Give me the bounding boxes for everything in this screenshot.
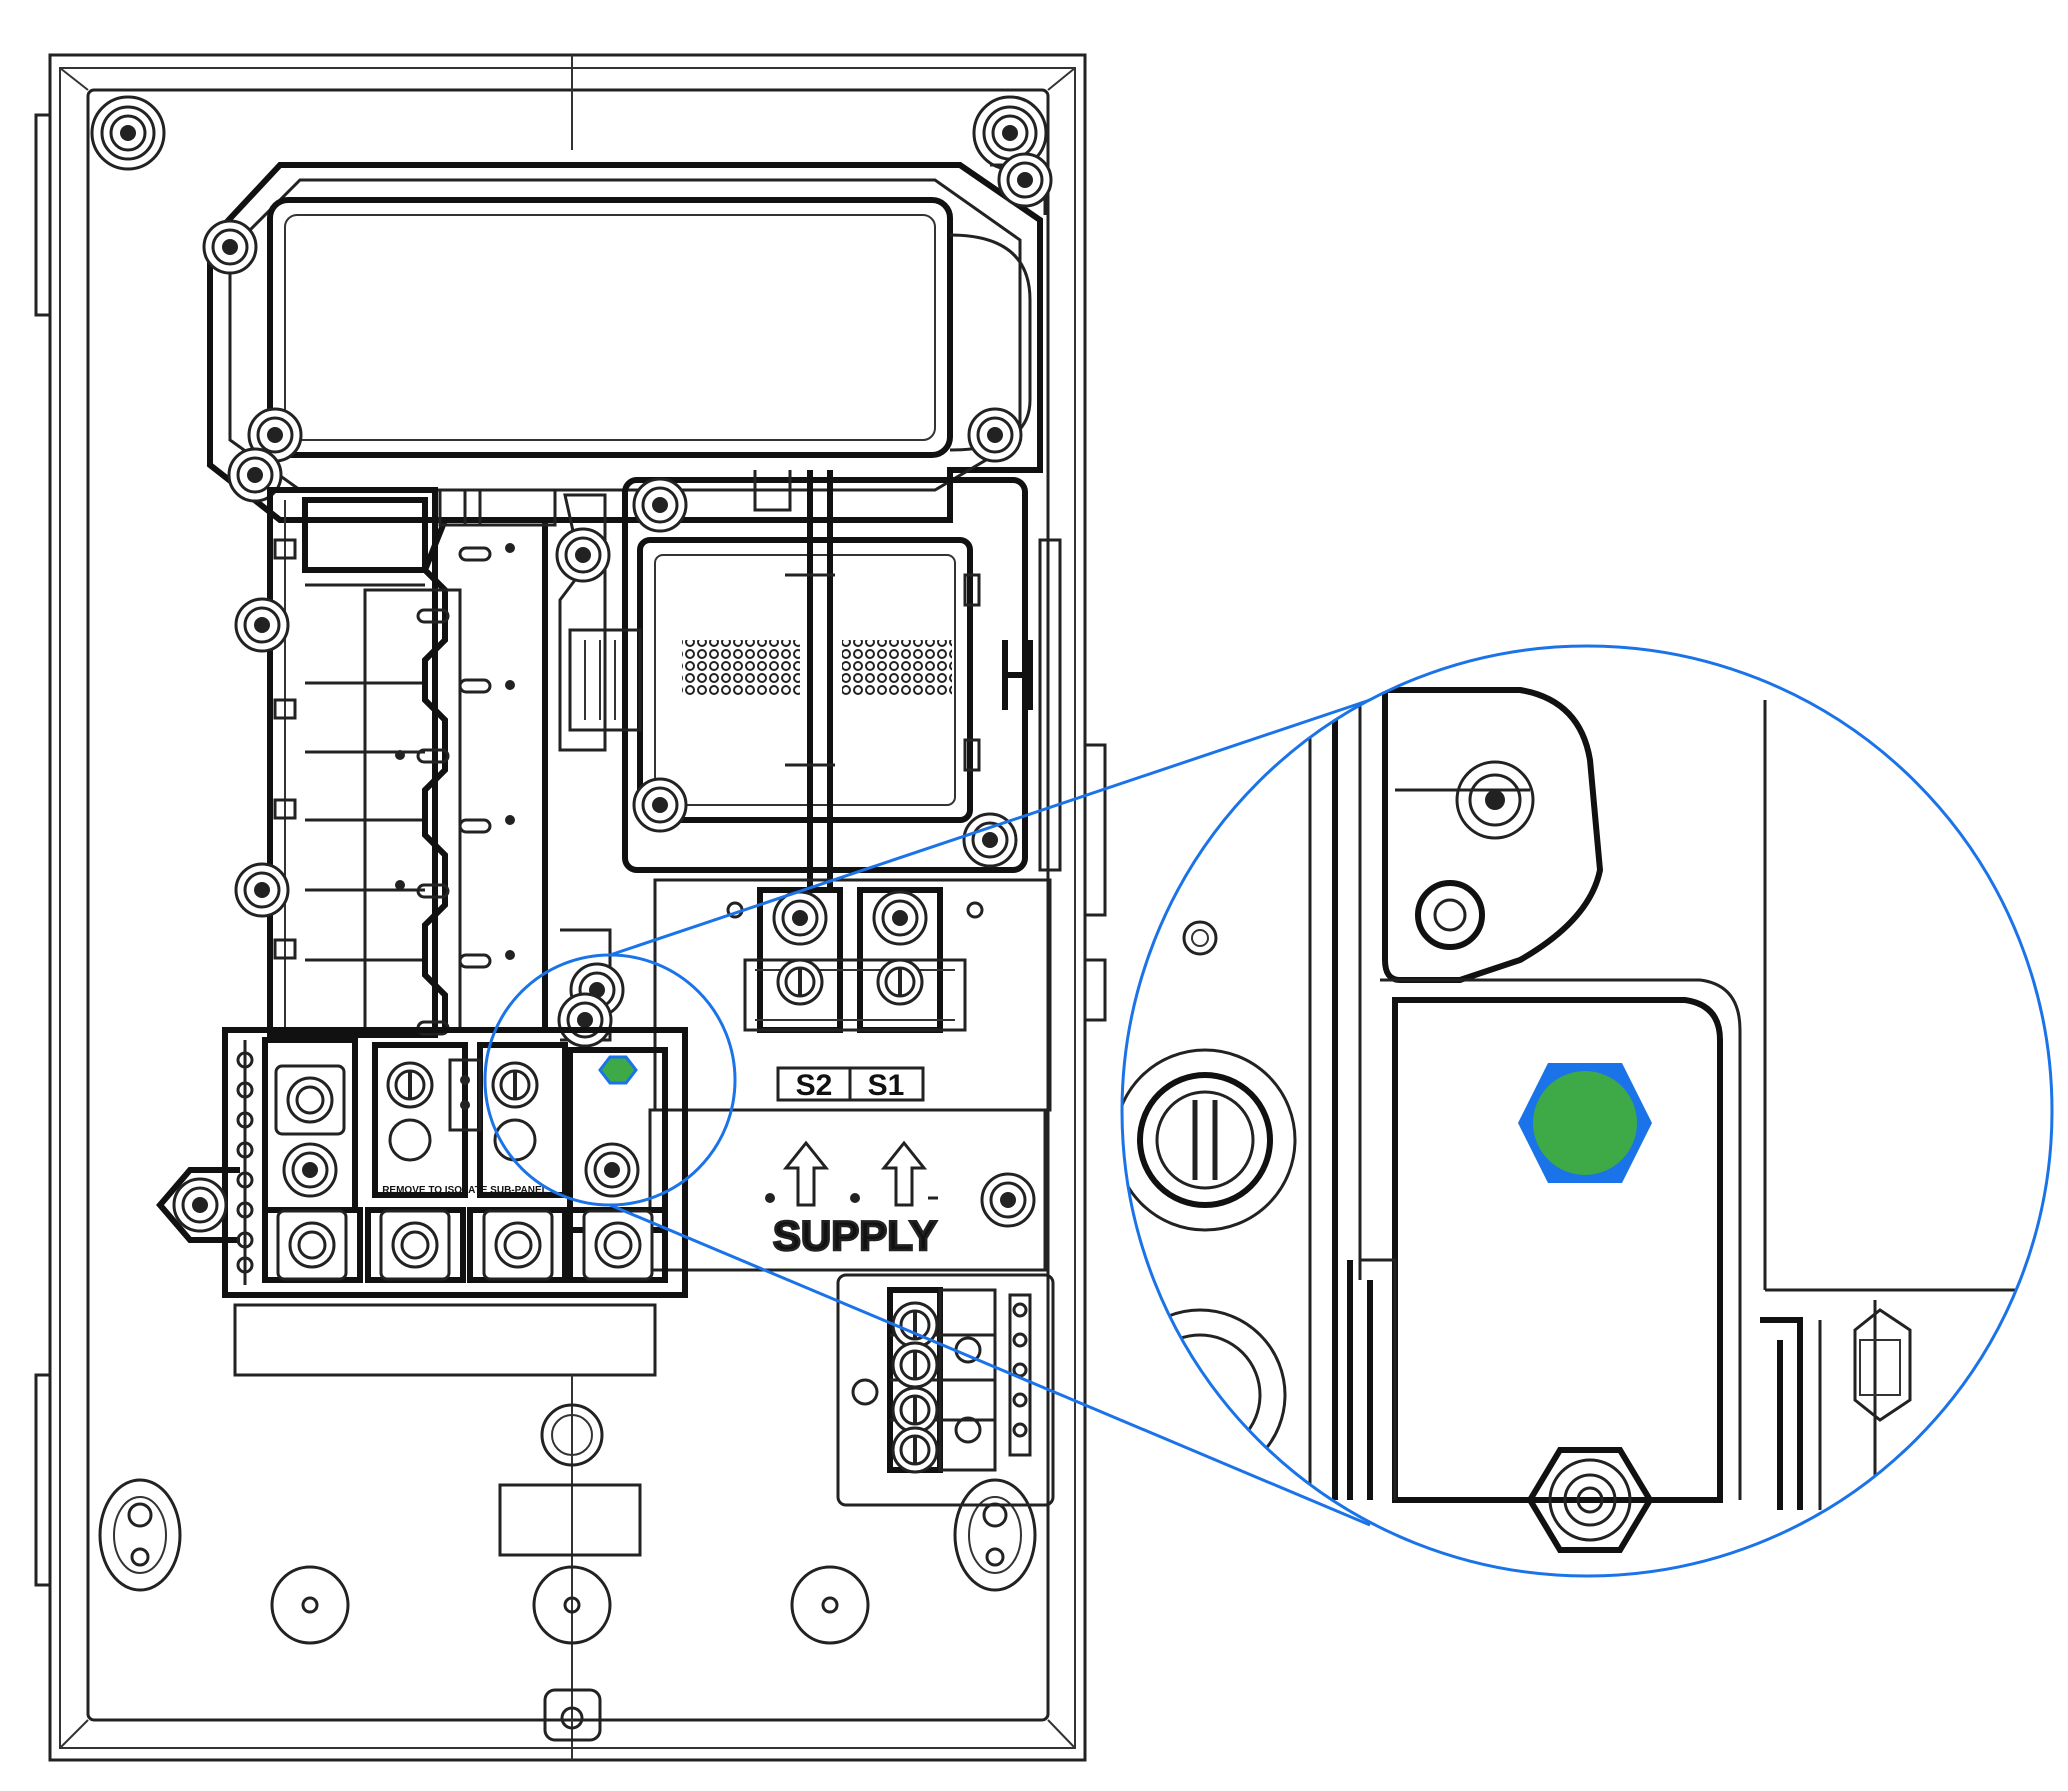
busbar-note-label: REMOVE TO ISOLATE SUB-PANEL	[382, 1185, 548, 1196]
zoom-star-screw	[1455, 760, 1535, 840]
supply-terminal-block	[653, 878, 1052, 1112]
bottom-latch	[543, 1688, 602, 1742]
knockout-right	[790, 1565, 870, 1645]
enclosure-housing	[34, 53, 1107, 1762]
meter-socket-frame	[207, 162, 1047, 523]
neutral-link	[448, 1058, 482, 1132]
rail-screw-1	[234, 597, 290, 653]
knockout-left	[270, 1565, 350, 1645]
up-arrow-icon	[782, 1140, 830, 1207]
ground-screw-2	[891, 1341, 939, 1389]
lug-bottom-2	[379, 1209, 451, 1281]
relay-module	[568, 470, 1062, 890]
s2-screw-top	[772, 890, 828, 946]
lug-bottom-1	[276, 1209, 348, 1281]
s2-screw-bottom	[776, 958, 824, 1006]
zoom-screw-upper	[1415, 880, 1485, 950]
meter-screw-5	[227, 447, 283, 503]
rail-screw-2	[234, 862, 290, 918]
s2-label: S2	[796, 1069, 833, 1102]
ground-screw-4	[891, 1426, 939, 1474]
knockout-center	[532, 1565, 612, 1645]
meter-screw-4	[967, 407, 1023, 463]
bank-screw-right	[584, 1142, 640, 1198]
meter-screw-2	[997, 152, 1053, 208]
keyhole-mount-bottom-right	[953, 1478, 1037, 1592]
lug-top-1	[274, 1064, 346, 1136]
green-hex-marker-icon	[1518, 1063, 1652, 1183]
slot-screw-2	[491, 1061, 539, 1109]
lug-bottom-4	[582, 1209, 654, 1281]
bank-screw-left	[172, 1177, 228, 1233]
ground-screw-3	[891, 1386, 939, 1434]
s1-screw-top	[872, 890, 928, 946]
divider-screw-1	[555, 527, 611, 583]
supply-ground-screw	[980, 1172, 1036, 1228]
green-hex-marker-icon	[598, 1055, 638, 1085]
terminal-label-plate	[776, 1066, 925, 1102]
supply-label: SUPPLY	[773, 1212, 937, 1259]
breaker-rail	[267, 487, 438, 1038]
vent-grille-right	[842, 640, 952, 696]
bus-bar-slots	[395, 543, 515, 1036]
slot-screw-1	[386, 1061, 434, 1109]
s1-screw-bottom	[876, 958, 924, 1006]
keyhole-mount-bottom-left	[98, 1478, 182, 1592]
callout-leader-lines	[609, 698, 1371, 1527]
lug-bottom-3	[482, 1209, 554, 1281]
relay-screw-1	[632, 477, 688, 533]
relay-screw-2	[632, 777, 688, 833]
zoom-hex-nut	[1526, 1447, 1654, 1553]
bank-screw-mid	[282, 1142, 338, 1198]
side-terminal-strip	[236, 1051, 254, 1274]
lower-label-plate	[233, 1303, 657, 1760]
vent-grille-left	[682, 640, 800, 696]
meter-screw-1	[202, 219, 258, 275]
up-arrow-icon	[880, 1140, 928, 1207]
divider-screw-3	[557, 992, 613, 1048]
s1-label: S1	[868, 1069, 905, 1102]
ground-bar	[836, 1273, 1055, 1507]
zoom-slot-screw	[1122, 1048, 1297, 1232]
supply-plate	[648, 1108, 1047, 1272]
corner-screw-top-left	[90, 95, 166, 171]
